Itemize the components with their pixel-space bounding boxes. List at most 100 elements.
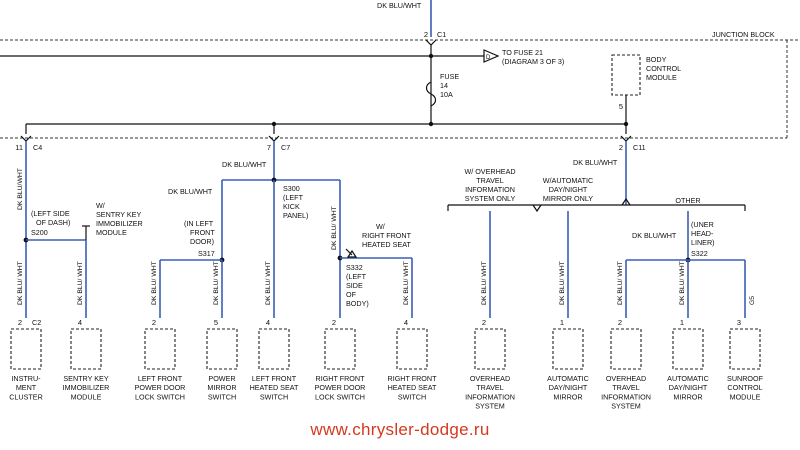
top-wire-label: DK BLU/WHT — [377, 1, 422, 10]
component-pin: 1 — [680, 318, 684, 327]
component-name-line: SWITCH — [260, 392, 288, 401]
component-name-line: LEFT FRONT — [252, 374, 297, 383]
branch-label-9: DK BLU/ WHT — [559, 261, 566, 305]
c1-connector-symbol — [425, 39, 437, 46]
branch-label-1: DK BLU/ WHT — [17, 261, 24, 305]
c4-pin: 11 — [15, 143, 23, 152]
c7-main-label: DK BLU/WHT — [222, 160, 267, 169]
component-name-line: TRAVEL — [612, 383, 639, 392]
to-fuse-line1: TO FUSE 21 — [502, 48, 543, 57]
s322-label: S322 — [691, 249, 708, 258]
heated-option-line1: W/ — [376, 222, 385, 231]
s300-line1: (LEFT — [283, 193, 304, 202]
component-name-line: LOCK SWITCH — [135, 392, 185, 401]
branch-label-6: DK BLU/ WHT — [331, 206, 338, 250]
component-name-line: SWITCH — [398, 392, 426, 401]
component-name-line: OVERHEAD — [470, 374, 510, 383]
s300-line3: PANEL) — [283, 211, 308, 220]
component-box — [258, 328, 290, 370]
s200-location-line1: (LEFT SIDE — [31, 209, 70, 218]
bcm-pin: 5 — [619, 102, 623, 111]
overhead-option-line3: INFORMATION — [465, 185, 515, 194]
component-box — [729, 328, 761, 370]
fuse-bus-splice-dot — [428, 121, 434, 127]
branch-label-2: DK BLU/ WHT — [77, 261, 84, 305]
mirror-option-line3: MIRROR ONLY — [543, 194, 593, 203]
s317-line3: DOOR) — [190, 237, 214, 246]
fuse-line2: 14 — [440, 81, 448, 90]
c11-pin: 2 — [619, 143, 623, 152]
component-name-line: LEFT FRONT — [138, 374, 183, 383]
component-name-line: DAY/NIGHT — [549, 383, 588, 392]
component-name-line: RIGHT FRONT — [316, 374, 366, 383]
component-pin: 3 — [737, 318, 741, 327]
fuse-line1: FUSE — [440, 72, 459, 81]
component-name-line: TRAVEL — [476, 383, 503, 392]
s322-left-label: DK BLU/WHT — [632, 231, 677, 240]
component-box — [10, 328, 42, 370]
component-pin: 2 — [18, 318, 22, 327]
component-name-line: OVERHEAD — [606, 374, 646, 383]
component-pin: 2 — [332, 318, 336, 327]
component-box — [206, 328, 238, 370]
component-box — [324, 328, 356, 370]
body-control-module-box — [611, 54, 641, 96]
component-pin: 4 — [266, 318, 270, 327]
component-pin: 2 — [152, 318, 156, 327]
s332-line1: (LEFT — [346, 272, 367, 281]
component-box — [70, 328, 102, 370]
component-name-line: POWER DOOR — [315, 383, 366, 392]
s332-line2: SIDE — [346, 281, 363, 290]
component-box — [552, 328, 584, 370]
s200-label: S200 — [31, 228, 48, 237]
other-option-label: OTHER — [675, 196, 700, 205]
sentry-option-line4: MODULE — [96, 228, 127, 237]
c11-main-label: DK BLU/WHT — [573, 158, 618, 167]
component-name-line: MENT — [16, 383, 37, 392]
s300-label: S300 — [283, 184, 300, 193]
component-name-line: HEATED SEAT — [250, 383, 299, 392]
component-box — [610, 328, 642, 370]
component-name-line: POWER — [208, 374, 235, 383]
fuse-symbol-icon — [425, 81, 437, 107]
watermark-text: www.chrysler-dodge.ru — [310, 420, 490, 439]
heated-option-arrow-icon — [346, 249, 358, 258]
s317-label: S317 — [198, 249, 215, 258]
s322-line2: HEAD- — [691, 229, 714, 238]
component-name-line: MODULE — [730, 392, 761, 401]
s322-line1: (UNER — [691, 220, 714, 229]
c1-connector-label: C1 — [437, 30, 446, 39]
option-split-2 — [621, 197, 631, 206]
c11-connector-label: C11 — [633, 143, 646, 152]
c7-pin: 7 — [267, 143, 271, 152]
c7-connector-label: C7 — [281, 143, 290, 152]
heated-option-line3: HEATED SEAT — [362, 240, 411, 249]
sentry-option-line1: W/ — [96, 201, 105, 210]
component-box — [672, 328, 704, 370]
component-name-line: SUNROOF — [727, 374, 764, 383]
to-fuse-arrow-icon — [483, 49, 500, 63]
component-name-line: MODULE — [71, 392, 102, 401]
component-name-line: POWER DOOR — [135, 383, 186, 392]
s317-line2: FRONT — [190, 228, 215, 237]
heated-option-line2: RIGHT FRONT — [362, 231, 412, 240]
s322-line3: LINER) — [691, 238, 715, 247]
mirror-option-line2: DAY/NIGHT — [549, 185, 588, 194]
sentry-option-line2: SENTRY KEY — [96, 210, 141, 219]
component-name-line: INFORMATION — [601, 392, 651, 401]
s332-line4: BODY) — [346, 299, 369, 308]
component-pin: 4 — [78, 318, 82, 327]
option-split-1 — [532, 204, 542, 213]
fuse-line3: 10A — [440, 90, 453, 99]
component-name-line: SYSTEM — [475, 402, 505, 411]
arrow-letter-d: D — [486, 55, 491, 61]
